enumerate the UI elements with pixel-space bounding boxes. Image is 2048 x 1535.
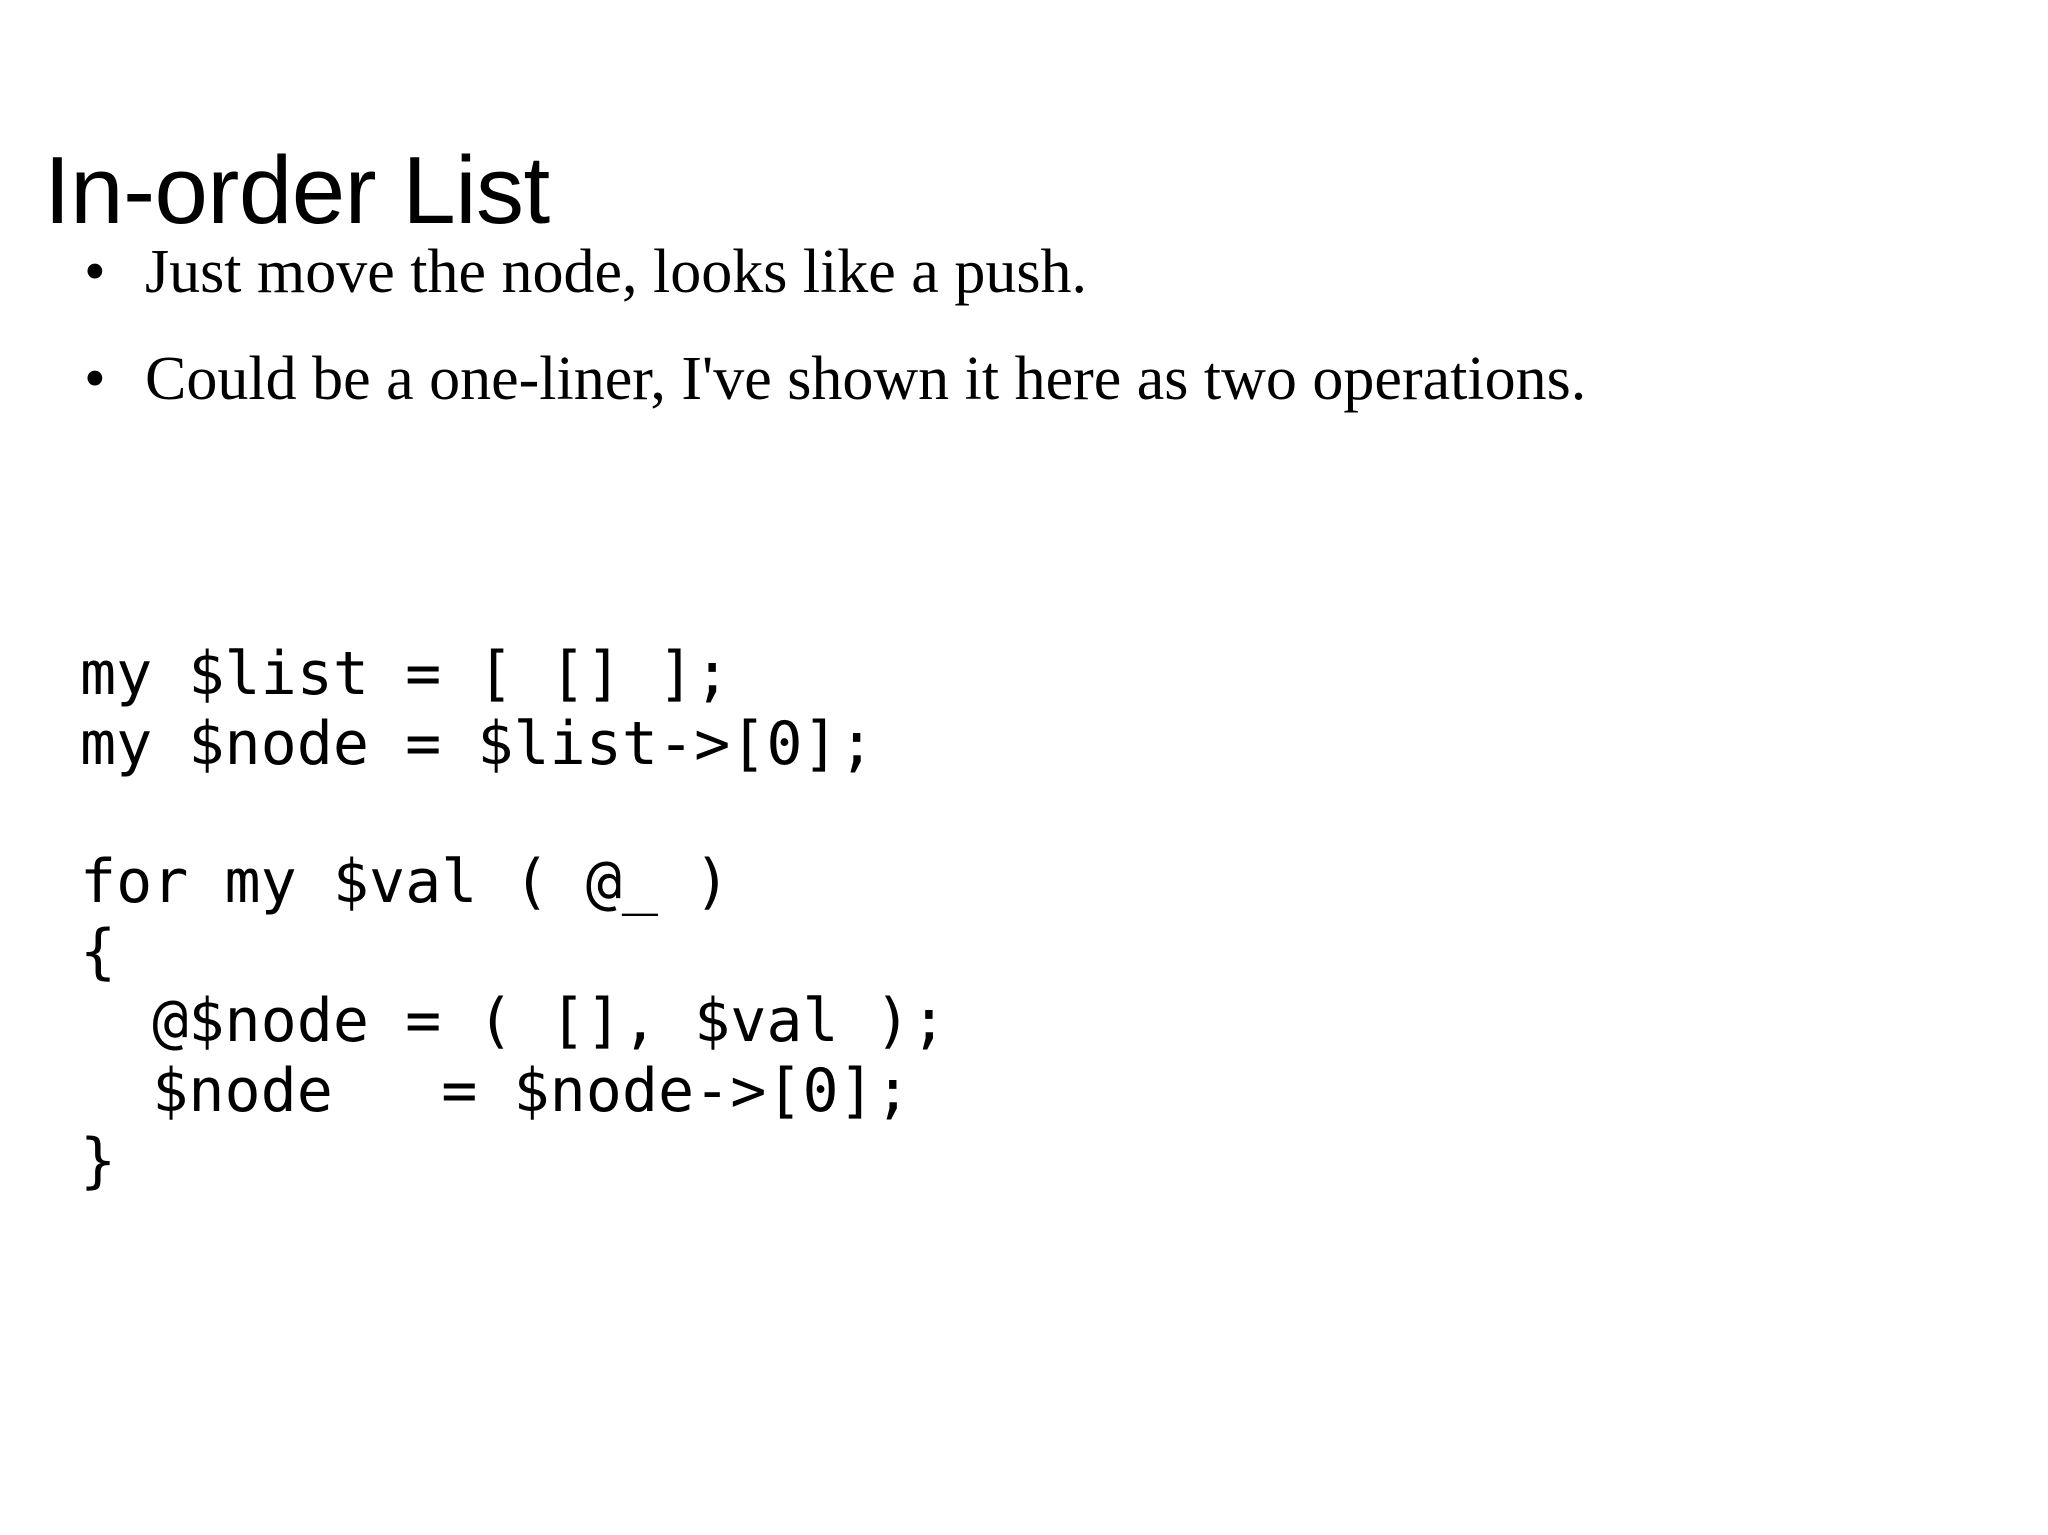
code-line-blank	[80, 779, 947, 848]
code-line: my $node = $list->[0];	[80, 708, 875, 779]
code-line: }	[80, 1125, 117, 1196]
code-block: my $list = [ [] ];my $node = $list->[0];…	[80, 639, 947, 1196]
code-line: {	[80, 916, 117, 987]
bullet-list: • Just move the node, looks like a push.…	[78, 232, 1948, 445]
bullet-text: Just move the node, looks like a push.	[145, 238, 1087, 306]
list-item: • Just move the node, looks like a push.	[78, 232, 1948, 313]
code-line: for my $val ( @_ )	[80, 847, 731, 918]
code-line: my $list = [ [] ];	[80, 639, 731, 709]
bullet-icon: •	[84, 238, 106, 306]
page-title: In-order List	[44, 137, 550, 245]
code-line: $node = $node->[0];	[80, 1055, 911, 1126]
code-line: @$node = ( [], $val );	[80, 986, 947, 1057]
list-item: • Could be a one-liner, I've shown it he…	[78, 339, 1948, 420]
bullet-icon: •	[84, 344, 106, 413]
bullet-text: Could be a one-liner, I've shown it here…	[145, 344, 1587, 413]
